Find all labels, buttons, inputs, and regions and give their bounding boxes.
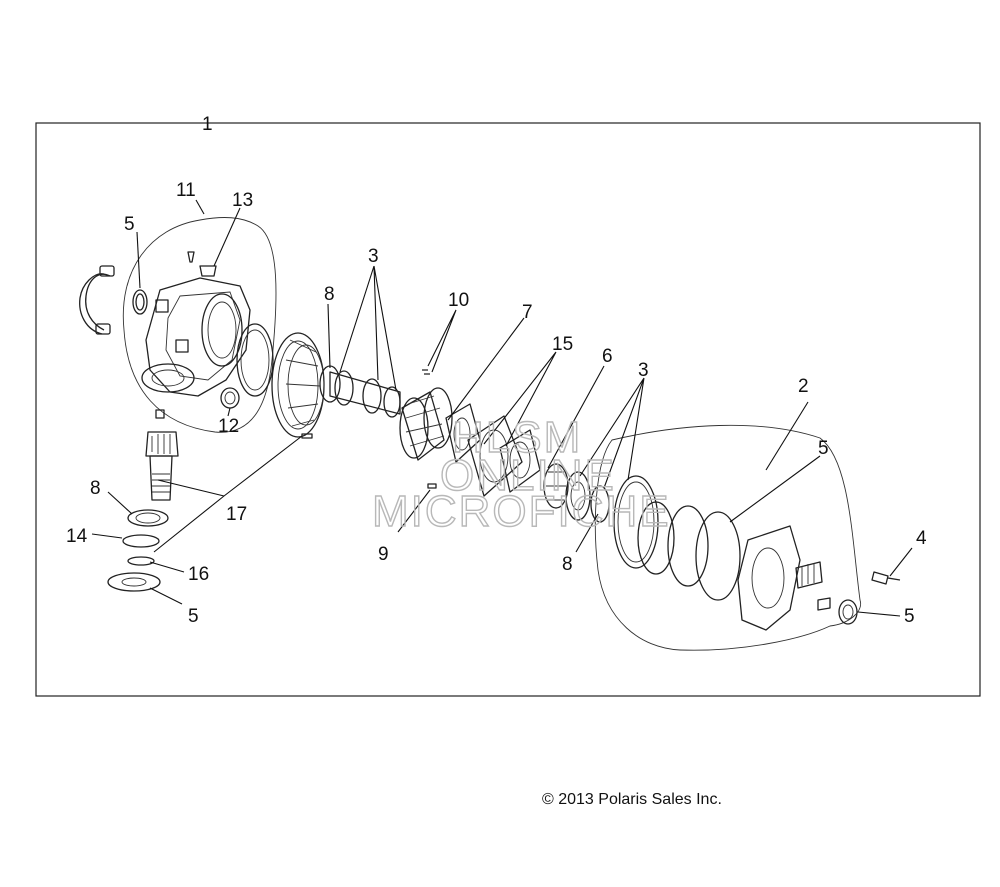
- callout-6: 6: [602, 346, 613, 367]
- fill-plug: [220, 387, 240, 409]
- callout-14: 14: [66, 526, 88, 547]
- cover-seal: [838, 599, 858, 625]
- output-spacer: [590, 485, 610, 523]
- callout-3-left: 3: [368, 246, 379, 267]
- assembly-frame: [35, 122, 981, 697]
- pin-pair: [422, 369, 430, 375]
- rear-cover: [737, 525, 801, 631]
- callout-5-bottom: 5: [188, 606, 199, 627]
- front-housing: [145, 277, 251, 397]
- snap-ring: [122, 534, 160, 548]
- rear-cover-group: [594, 424, 901, 651]
- leader-lines: [91, 199, 913, 617]
- callout-15: 15: [552, 334, 573, 355]
- callout-1: 1: [202, 114, 213, 135]
- watermark-line-1: HLSM: [452, 413, 582, 462]
- armature-plate: [445, 403, 481, 463]
- pinion-key: [155, 409, 165, 419]
- callout-12: 12: [218, 416, 239, 437]
- output-gear: [543, 463, 569, 509]
- pinion-gear: [145, 431, 179, 457]
- callout-17: 17: [226, 504, 247, 525]
- copyright-notice: © 2013 Polaris Sales Inc.: [542, 791, 722, 808]
- callout-8-left: 8: [90, 478, 101, 499]
- callout-8-top: 8: [324, 284, 335, 305]
- roller-clutch: [401, 391, 445, 461]
- callout-7: 7: [522, 302, 533, 323]
- watermark-line-2: ONLINE: [440, 451, 616, 500]
- callout-8-right: 8: [562, 554, 573, 575]
- dowel-pin: [427, 483, 437, 489]
- callout-10: 10: [448, 290, 469, 311]
- o-ring: [127, 556, 155, 566]
- callout-5-right: 5: [904, 606, 915, 627]
- cover-tab: [817, 597, 831, 611]
- callout-11: 11: [176, 180, 196, 201]
- friction-plate: [499, 429, 541, 493]
- watermark-line-3: MICROFICHE: [372, 487, 671, 536]
- front-housing-group: [79, 217, 277, 433]
- output-gear-group: [543, 463, 610, 523]
- callout-2: 2: [798, 376, 809, 397]
- output-bearing: [565, 471, 591, 521]
- cover-group-outline: [594, 424, 862, 651]
- callout-5-top: 5: [124, 214, 135, 235]
- callouts: 1 11 13 5 3 8 10 7 15 6 3 2 12 5 8 17 14…: [66, 114, 927, 627]
- cover-ring-1: [613, 475, 659, 569]
- breather-tube: [85, 273, 111, 331]
- cover-ring-3: [667, 505, 709, 587]
- pinion-stack: [107, 409, 179, 592]
- pinion-bearing: [127, 509, 169, 527]
- housing-ring-seal: [236, 323, 274, 397]
- armature-plates: [445, 403, 541, 497]
- cover-bolt: [871, 571, 901, 585]
- callout-16: 16: [188, 564, 209, 585]
- roller-cage: [399, 369, 453, 489]
- watermark: HLSM ONLINE MICROFICHE: [371, 412, 671, 536]
- cover-o-ring: [695, 511, 741, 601]
- housing-group-outline: [122, 217, 277, 433]
- callout-13: 13: [232, 190, 253, 211]
- coil-plate: [467, 415, 523, 497]
- callout-9: 9: [378, 544, 389, 565]
- callout-4: 4: [916, 528, 927, 549]
- callout-3-right: 3: [638, 360, 649, 381]
- pinion-shaft: [149, 455, 173, 501]
- main-shaft: [329, 371, 401, 415]
- callout-5-cover: 5: [818, 438, 829, 459]
- pinion-seal: [107, 572, 161, 592]
- vent-fitting: [199, 265, 217, 277]
- ring-gear-group: [236, 323, 401, 439]
- housing-seal: [132, 289, 148, 315]
- cover-ring-2: [637, 501, 675, 575]
